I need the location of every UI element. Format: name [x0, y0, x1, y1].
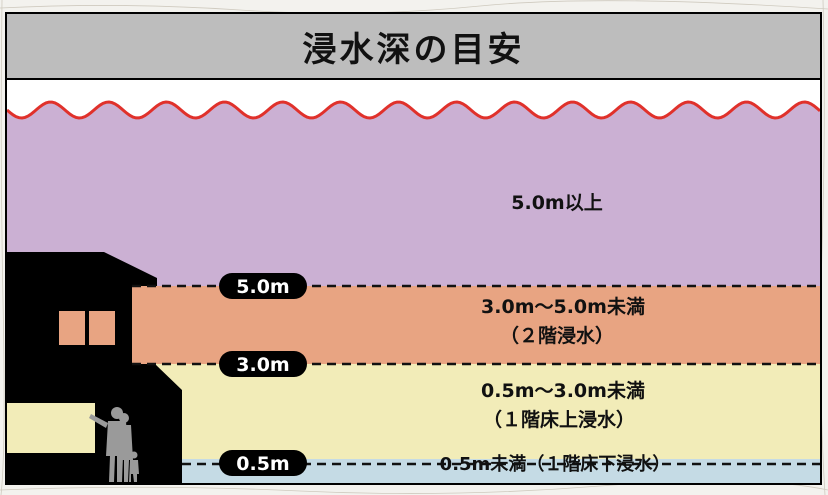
- people-silhouette-icon: [89, 407, 139, 482]
- band-label-05-to-3m: 0.5m～3.0m未満: [481, 379, 645, 402]
- depth-tag-label: 0.5m: [236, 453, 289, 475]
- lower-window: [7, 403, 95, 453]
- title-bar: 浸水深の目安: [7, 14, 820, 78]
- depth-tag-label: 5.0m: [236, 276, 289, 298]
- page-title: 浸水深の目安: [302, 29, 525, 70]
- depth-tag-3m: 3.0m: [219, 351, 307, 377]
- band-label-3-to-5m-note: （２階浸水）: [500, 324, 614, 347]
- band-label-under-05m: 0.5m未満（１階床下浸水）: [440, 453, 671, 475]
- depth-tag-05m: 0.5m: [219, 450, 307, 476]
- band-label-05-to-3m-note: （１階床上浸水）: [483, 408, 635, 431]
- band-3-to-5m: [7, 286, 820, 364]
- band-label-over-5m: 5.0m以上: [511, 192, 602, 214]
- upper-window: [89, 311, 115, 345]
- water-surface-wave-icon: [7, 100, 820, 120]
- flood-depth-guide-panel: 浸水深の目安: [5, 12, 822, 485]
- flood-depth-diagram: 5.0m 3.0m 0.5m 5.0m以上 3.0m～5.0m未満 （２階浸水）…: [7, 80, 820, 483]
- band-label-3-to-5m: 3.0m～5.0m未満: [481, 295, 645, 318]
- upper-window: [59, 311, 85, 345]
- house-icon: [7, 252, 182, 483]
- depth-tag-5m: 5.0m: [219, 273, 307, 299]
- depth-tag-label: 3.0m: [236, 354, 289, 376]
- band-over-5m: [7, 98, 820, 286]
